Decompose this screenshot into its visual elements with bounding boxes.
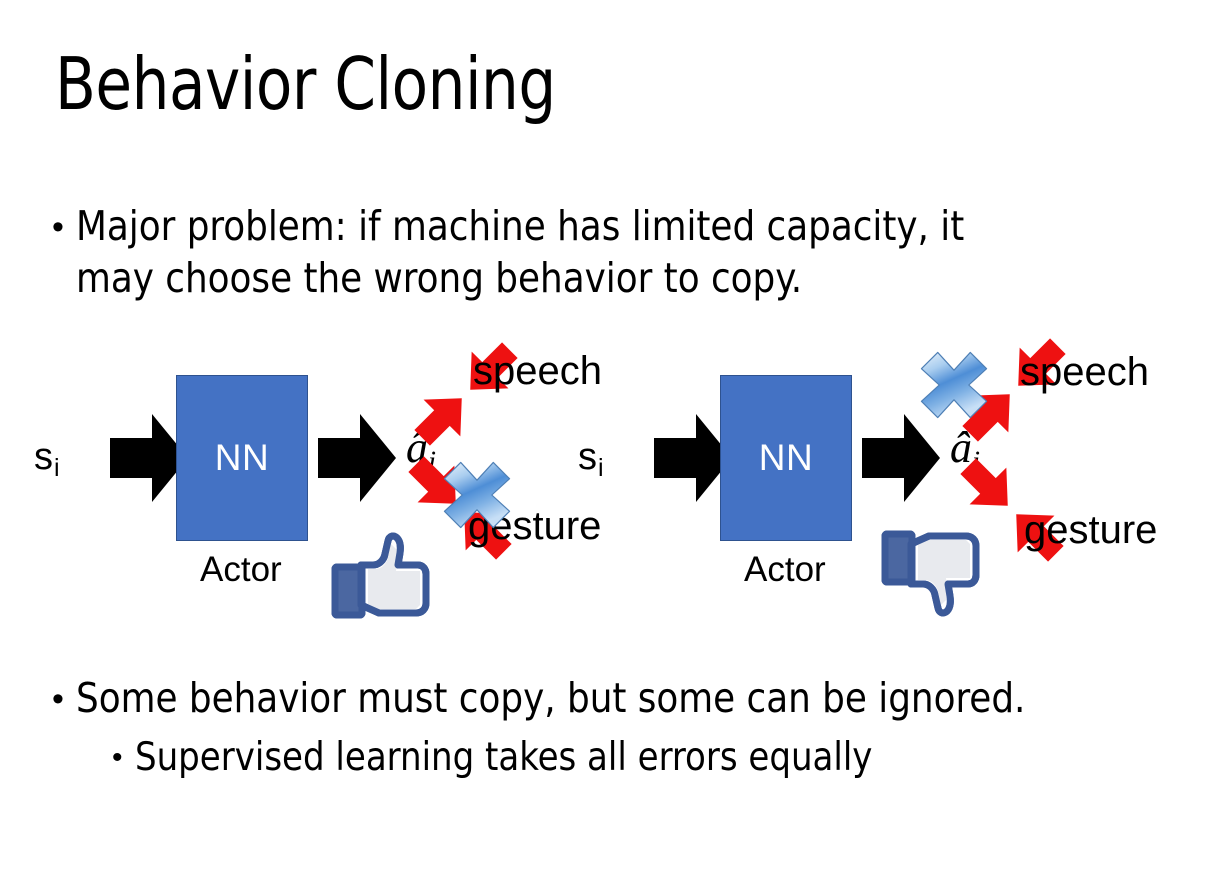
bullet-item-some-behavior: • Some behavior must copy, but some can … — [52, 672, 1172, 724]
arrow-state-to-nn-icon — [110, 410, 188, 506]
nn-box-label: NN — [758, 437, 814, 478]
red-double-arrow-speech-icon — [954, 330, 1074, 450]
branch-label-speech: speech — [473, 349, 602, 393]
nn-box-left: NN — [176, 375, 308, 541]
arrow-nn-to-output-icon — [862, 410, 940, 506]
blue-x-cross-icon — [917, 348, 991, 422]
diagram-right-input-state: si — [578, 436, 604, 482]
blue-x-cross-icon — [440, 458, 514, 532]
bullet-text: Major problem: if machine has limited ca… — [75, 202, 965, 303]
red-double-arrow-speech-icon — [406, 334, 526, 454]
thumbs-up-icon — [330, 531, 430, 623]
diagram-behavior-cloning-wrong: si NN Actor âi — [562, 338, 1157, 638]
bullet-marker-icon: • — [112, 741, 123, 774]
bullet-text: Some behavior must copy, but some can be… — [75, 674, 1026, 722]
thumbs-down-icon — [880, 526, 980, 618]
bullet-marker-icon: • — [52, 208, 64, 246]
actor-caption-right: Actor — [744, 550, 826, 589]
arrow-state-to-nn-icon — [654, 410, 732, 506]
bullet-item-supervised-learning: • Supervised learning takes all errors e… — [112, 733, 1172, 783]
arrow-nn-to-output-icon — [318, 410, 396, 506]
branch-label-speech: speech — [1020, 350, 1149, 394]
bullet-text: Supervised learning takes all errors equ… — [134, 735, 872, 780]
branch-label-gesture: gesture — [1024, 508, 1158, 552]
actor-caption-left: Actor — [200, 550, 282, 589]
bullet-item-major-problem: • Major problem: if machine has limited … — [52, 200, 1112, 305]
page-title: Behavior Cloning — [55, 42, 556, 126]
red-double-arrow-gesture-icon — [952, 450, 1072, 570]
diagram-left-input-state: si — [34, 436, 60, 482]
nn-box-label: NN — [214, 437, 270, 478]
diagram-behavior-cloning-correct: si NN Actor âi — [18, 338, 608, 638]
nn-box-right: NN — [720, 375, 852, 541]
red-double-arrow-gesture-icon — [400, 448, 520, 568]
bullet-marker-icon: • — [52, 680, 64, 718]
